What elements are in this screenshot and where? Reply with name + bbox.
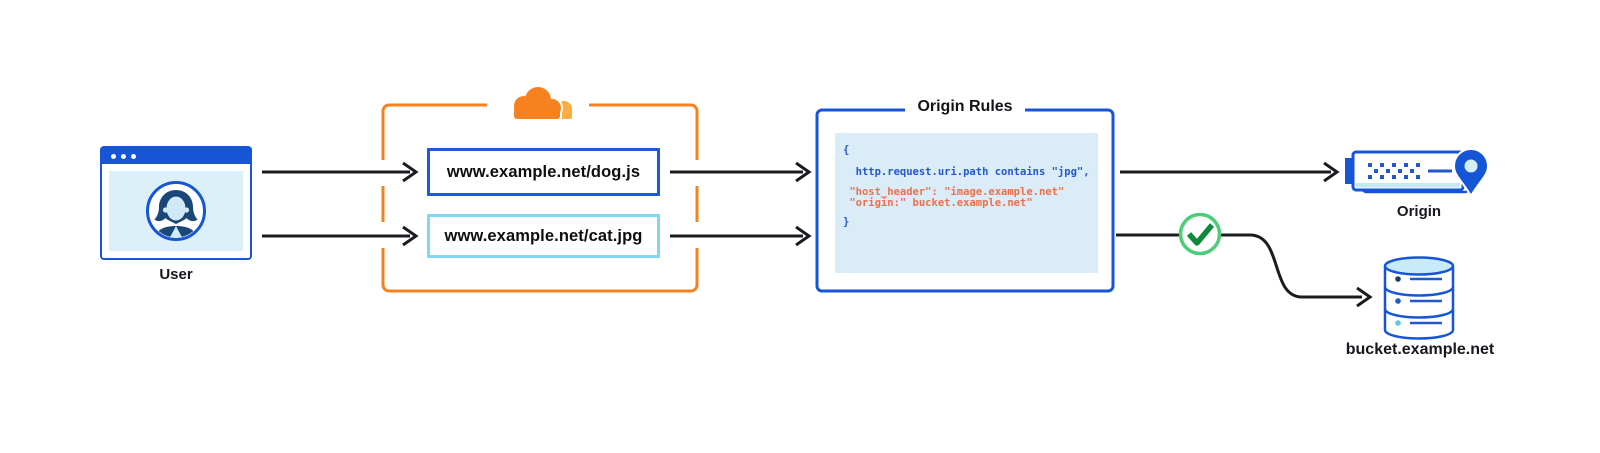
code-line-2: http.request.uri.path contains "jpg", — [843, 166, 1090, 178]
location-pin-icon — [1452, 147, 1490, 199]
check-icon — [1178, 212, 1222, 256]
origin-rules-title: Origin Rules — [917, 98, 1013, 115]
browser-content-panel — [109, 171, 243, 251]
arrow-user-to-dog — [262, 161, 419, 183]
bucket-db-icon — [1383, 256, 1455, 340]
origin-rules-border-box — [815, 108, 1115, 293]
code-line-3: "host_header": "image.example.net" — [843, 186, 1065, 198]
code-line-1: { — [843, 144, 850, 156]
browser-titlebar — [102, 148, 250, 164]
cloudflare-border-box — [381, 103, 699, 293]
bucket-label: bucket.example.net — [1345, 341, 1495, 358]
arrow-rules-to-bucket — [1116, 233, 1373, 308]
titlebar-dot — [121, 153, 126, 159]
origin-label: Origin — [1396, 203, 1442, 220]
arrow-rules-to-origin — [1120, 161, 1340, 183]
request-cat-jpg-text: www.example.net/cat.jpg — [444, 226, 643, 245]
server-dots-pattern — [1368, 163, 1420, 179]
user-avatar-icon — [146, 181, 206, 241]
titlebar-dot — [131, 153, 136, 159]
titlebar-dot — [111, 153, 116, 159]
request-cat-jpg-box: www.example.net/cat.jpg — [427, 214, 660, 258]
request-dog-js-text: www.example.net/dog.js — [446, 162, 641, 181]
code-line-5: } — [843, 216, 850, 228]
origin-server-icon — [1345, 147, 1490, 199]
code-line-4: "origin:" bucket.example.net" — [843, 197, 1033, 209]
cloudflare-logo-icon — [512, 85, 572, 121]
request-dog-js-box: www.example.net/dog.js — [427, 148, 660, 196]
arrow-user-to-cat — [262, 225, 419, 247]
arrow-dog-to-rules — [670, 161, 812, 183]
origin-rules-code-panel: { http.request.uri.path contains "jpg", … — [835, 133, 1098, 273]
user-browser-icon — [100, 146, 252, 260]
user-label: User — [159, 266, 193, 283]
arrow-cat-to-rules — [670, 225, 812, 247]
